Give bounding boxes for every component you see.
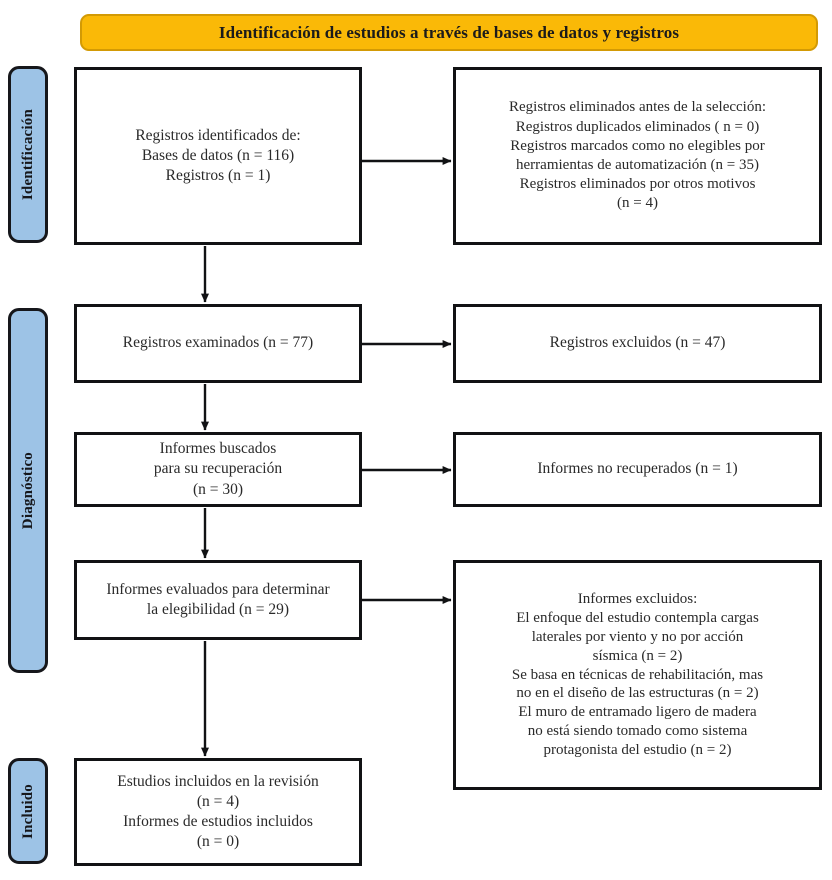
- stage-label-diagnostico-text: Diagnóstico: [19, 451, 36, 530]
- box-registros-identificados-text: Registros identificados de: Bases de dat…: [135, 126, 301, 185]
- box-registros-identificados: Registros identificados de: Bases de dat…: [74, 67, 362, 245]
- box-registros-excluidos-text: Registros excluidos (n = 47): [549, 334, 726, 352]
- box-registros-examinados: Registros examinados (n = 77): [74, 304, 362, 383]
- stage-label-incluido: Incluido: [8, 758, 48, 864]
- stage-label-incluido-text: Incluido: [19, 783, 36, 839]
- stage-label-identificacion-text: Identificación: [19, 108, 36, 201]
- stage-label-identificacion: Identificación: [8, 66, 48, 243]
- box-estudios-incluidos: Estudios incluidos en la revisión (n = 4…: [74, 758, 362, 866]
- box-informes-no-recuperados: Informes no recuperados (n = 1): [453, 432, 822, 507]
- box-informes-buscados-text: Informes buscados para su recuperación (…: [153, 440, 283, 498]
- box-registros-examinados-text: Registros examinados (n = 77): [122, 334, 314, 352]
- box-informes-evaluados-text: Informes evaluados para determinar la el…: [106, 580, 330, 618]
- box-informes-buscados: Informes buscados para su recuperación (…: [74, 432, 362, 507]
- box-registros-eliminados: Registros eliminados antes de la selecci…: [453, 67, 822, 245]
- stage-label-diagnostico: Diagnóstico: [8, 308, 48, 673]
- box-informes-excluidos: Informes excluidos: El enfoque del estud…: [453, 560, 822, 790]
- identification-banner: Identificación de estudios a través de b…: [80, 14, 818, 51]
- box-informes-evaluados: Informes evaluados para determinar la el…: [74, 560, 362, 640]
- box-informes-no-recuperados-text: Informes no recuperados (n = 1): [537, 460, 738, 478]
- identification-banner-label: Identificación de estudios a través de b…: [218, 22, 680, 42]
- box-informes-excluidos-text: Informes excluidos: El enfoque del estud…: [511, 590, 764, 759]
- box-estudios-incluidos-text: Estudios incluidos en la revisión (n = 4…: [117, 772, 319, 851]
- box-registros-excluidos: Registros excluidos (n = 47): [453, 304, 822, 383]
- box-registros-eliminados-text: Registros eliminados antes de la selecci…: [508, 99, 766, 212]
